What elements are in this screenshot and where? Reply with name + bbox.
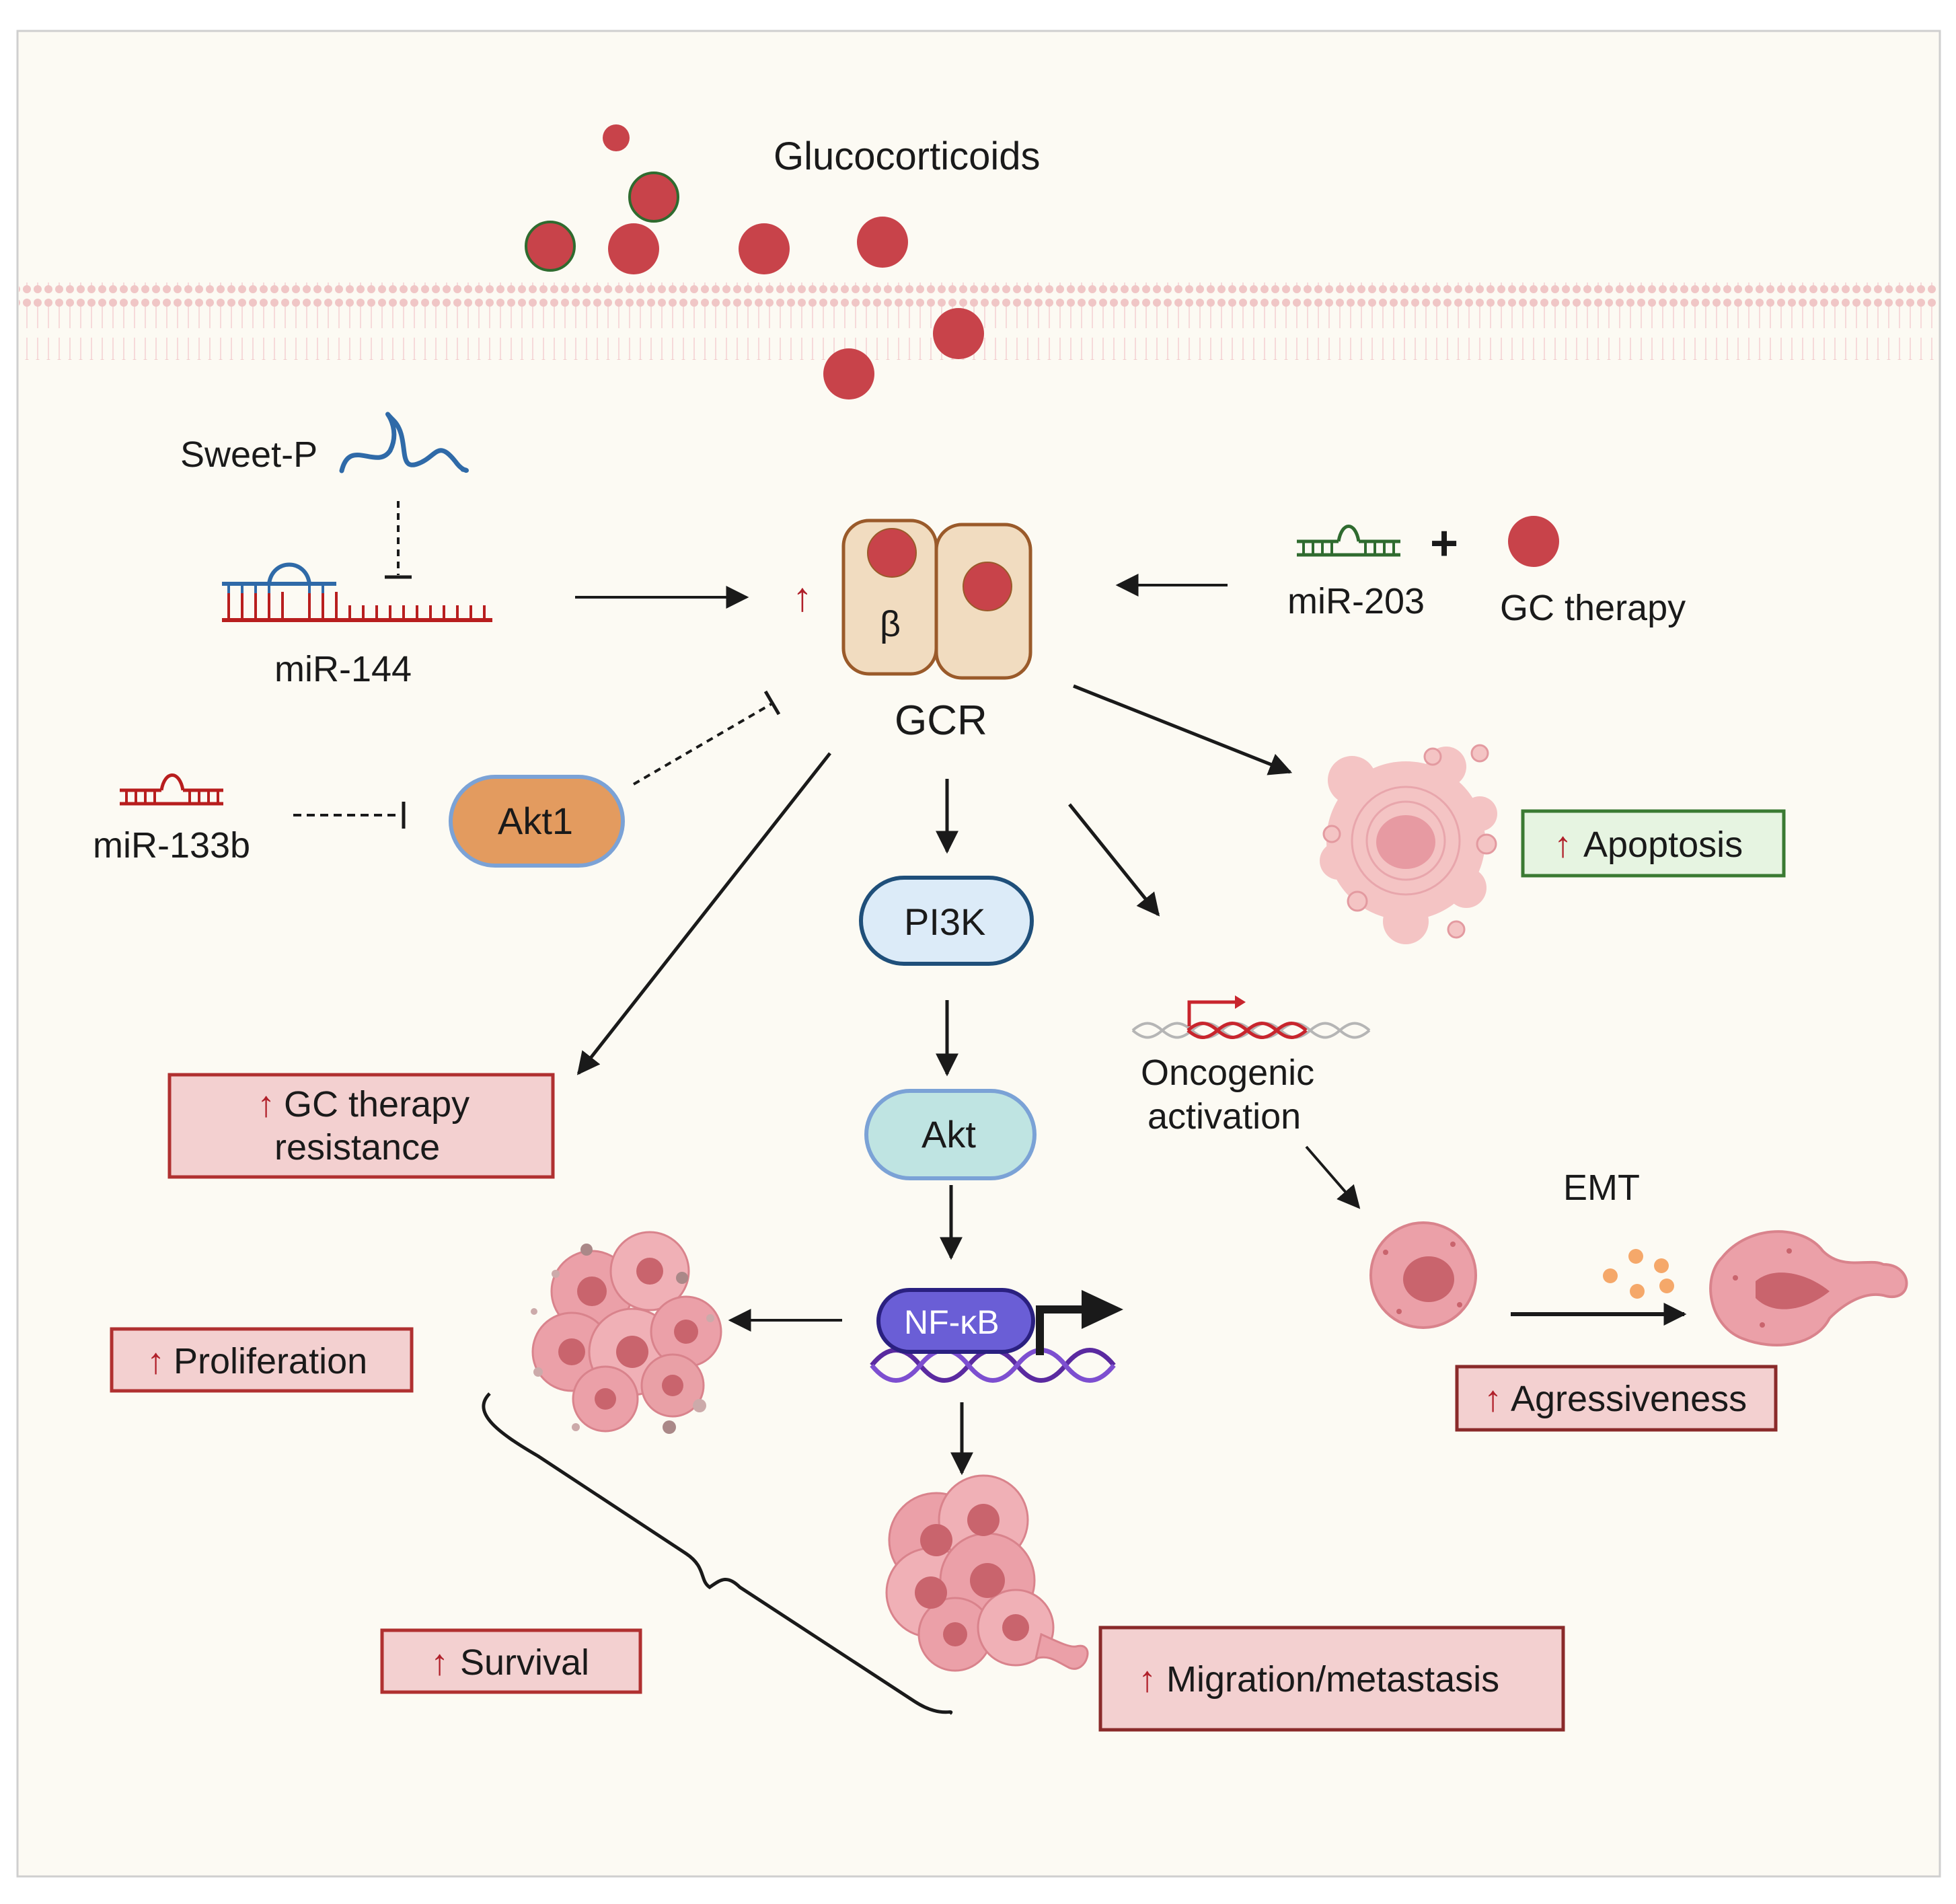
mir144-label: miR-144 [274, 649, 412, 689]
sweet-p-peptide-icon [339, 412, 469, 473]
promoter-arrow-icon [1187, 1000, 1238, 1026]
gc-resistance-label-line1: GC therapy [284, 1084, 469, 1125]
pi3k-label: PI3K [904, 901, 985, 943]
apoptosis-up-arrow-icon: ↑ [1554, 825, 1572, 865]
emt-signal-dots-icon [1603, 1249, 1674, 1299]
transcription-arrow-head [1082, 1290, 1123, 1329]
gcr-label: GCR [895, 697, 987, 744]
apoptotic-cell-icon [1320, 744, 1497, 944]
mesenchymal-cell-icon [1709, 1230, 1908, 1346]
survival-brace [482, 1392, 953, 1715]
gc-molecule [608, 223, 659, 274]
mir133b-label: miR-133b [93, 825, 250, 866]
akt1-inhibition-bar [763, 690, 781, 716]
gcr-receptor [841, 519, 1032, 680]
pi3k-node [859, 876, 1034, 966]
gc-molecule-ringed [525, 221, 576, 272]
migration-box [1098, 1626, 1565, 1732]
migration-label: Migration/metastasis [1166, 1659, 1499, 1700]
gc-therapy-label: GC therapy [1500, 588, 1686, 628]
survival-label: Survival [460, 1642, 589, 1683]
akt1-node [449, 775, 625, 868]
migration-up-arrow-icon: ↑ [1138, 1659, 1156, 1700]
mir133b-icon [120, 773, 223, 806]
gc-molecule [857, 217, 908, 268]
gc-resistance-label-line2: resistance [274, 1127, 440, 1168]
glucocorticoids-label: Glucocorticoids [774, 135, 1040, 178]
gcr-upregulation-arrow-icon: ↑ [792, 574, 813, 619]
gcr-to-apoptosis-arrow [1073, 684, 1293, 775]
aggressiveness-label: Agressiveness [1511, 1379, 1747, 1419]
gene-dna-icon [1131, 1022, 1371, 1039]
proliferation-label: Proliferation [174, 1341, 367, 1381]
proliferating-cells-icon [531, 1231, 722, 1434]
proliferation-up-arrow-icon: ↑ [147, 1341, 165, 1381]
oncogenic-label-line1: Oncogenic [1141, 1053, 1314, 1093]
gc-resistance-up-arrow-icon: ↑ [257, 1084, 275, 1125]
emt-label: EMT [1563, 1168, 1640, 1208]
promoter-arrow-head [1235, 995, 1246, 1009]
apoptosis-box [1521, 809, 1786, 878]
akt1-inhibition-line [632, 702, 774, 786]
plus-sign: + [1430, 517, 1458, 570]
aggressiveness-box [1455, 1365, 1778, 1432]
epithelial-cell-icon [1369, 1221, 1477, 1329]
apoptosis-label: Apoptosis [1583, 825, 1743, 865]
mir144-icon [222, 562, 492, 622]
akt-label: Akt [921, 1113, 976, 1155]
oncogenic-to-emt-arrow [1305, 1145, 1361, 1209]
akt1-label: Akt1 [498, 800, 573, 842]
gc-molecule [933, 308, 984, 359]
nfkb-label: NF-κB [904, 1303, 1000, 1341]
gcr-to-resistance-arrow [576, 752, 831, 1075]
sweet-p-label: Sweet-P [180, 434, 317, 475]
gcr-beta-label: β [880, 604, 901, 644]
survival-up-arrow-icon: ↑ [430, 1642, 449, 1683]
mir203-icon [1297, 525, 1400, 557]
gcr-to-oncogenic-arrow [1068, 803, 1160, 917]
mir203-label: miR-203 [1287, 581, 1425, 621]
gc-molecule [823, 348, 874, 399]
gc-molecule [603, 124, 630, 151]
transcription-start-arrow-icon [1036, 1305, 1084, 1355]
bound-gc-molecule [867, 528, 917, 578]
aggressiveness-up-arrow-icon: ↑ [1484, 1379, 1502, 1419]
gc-resistance-box [167, 1073, 555, 1179]
migrating-cells-icon [885, 1474, 1089, 1672]
bound-gc-molecule [963, 562, 1012, 611]
survival-box [380, 1628, 642, 1694]
glucocorticoid-molecules [525, 124, 984, 399]
akt-node [864, 1089, 1037, 1180]
gc-molecule-ringed [628, 172, 679, 223]
proliferation-box [110, 1327, 414, 1393]
nfkb-node [876, 1288, 1035, 1354]
oncogenic-label-line2: activation [1148, 1096, 1301, 1137]
gc-molecule [739, 223, 790, 274]
gc-therapy-molecule [1508, 516, 1559, 567]
